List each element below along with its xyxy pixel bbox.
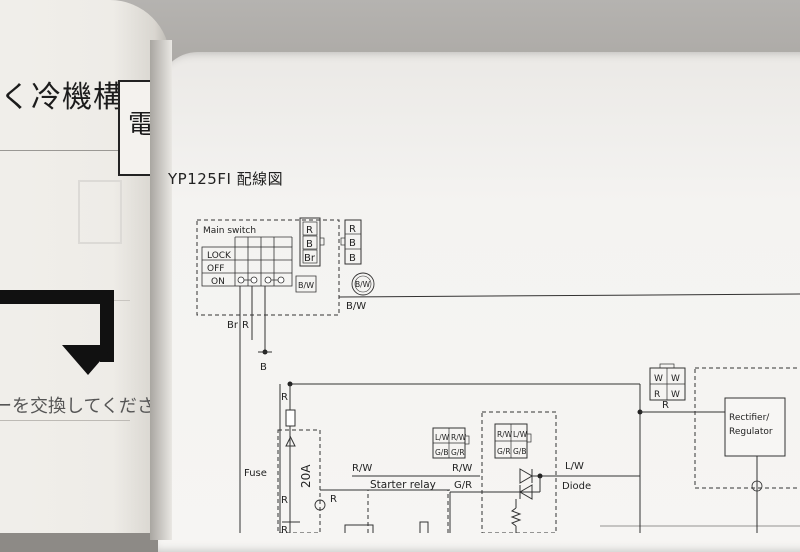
switch-row-lock: LOCK [207, 251, 232, 261]
wire-r: R [281, 525, 288, 533]
wire-b-label: B [260, 362, 267, 373]
diagram-title: YP125FI 配線図 [168, 170, 284, 188]
left-page-heading: く冷機構 [0, 80, 124, 115]
connector-main-pin: R [306, 225, 313, 236]
switch-contacts [237, 276, 285, 284]
switch-row-off: OFF [207, 264, 224, 274]
wire-r-left-label: R [281, 392, 288, 403]
rectifier-box [694, 367, 800, 489]
wire-gr-label: G/R [454, 480, 472, 491]
diode-label: Diode [562, 481, 591, 492]
left-page-text: ーを交換してくださ [0, 396, 155, 417]
bw-tag-2 [351, 272, 375, 296]
bw-tag-2-label: B/W [355, 280, 371, 289]
arrow-head-icon [62, 345, 114, 375]
switch-table [201, 236, 293, 287]
starter-relay-pin: G/R [451, 448, 465, 457]
starter-relay-pin: R/W [451, 433, 467, 442]
connector-small-pin: B [349, 253, 356, 264]
connector-small-pin: B [349, 238, 356, 249]
diode-icon [519, 468, 533, 484]
fuse-box [277, 429, 321, 533]
wire-r-fuse-label: R [330, 494, 337, 505]
fuse-label: Fuse [244, 468, 267, 479]
fuse-rating: 20A [299, 464, 313, 488]
bw-wire [338, 293, 800, 298]
wire-br-label: Br [227, 320, 239, 331]
diode-icon [519, 484, 533, 500]
fuse-icon [285, 409, 296, 427]
switch-row-on: ON [211, 277, 225, 287]
rectifier-label-1: Rectifier/ [729, 413, 770, 423]
connector-main-pin: B [306, 239, 313, 250]
diode-pin: G/B [513, 447, 526, 456]
main-switch-label: Main switch [203, 226, 256, 236]
diode-pin: G/R [497, 447, 511, 456]
arrow-icon [0, 290, 114, 362]
bw-tag-1-label: B/W [298, 281, 314, 290]
connector-small-pin: R [349, 224, 356, 235]
diode-pin: R/W [497, 430, 513, 439]
connector-main-pin: Br [304, 253, 316, 264]
rectifier-pin: W [671, 390, 680, 400]
book-gutter [150, 40, 172, 540]
bw-tag-1 [295, 275, 317, 293]
wire-rw2-label: R/W [452, 463, 472, 474]
resistor-icon [510, 507, 522, 527]
rectifier-body [724, 397, 786, 457]
starter-relay-box [367, 489, 449, 533]
starter-relay-pin: L/W [435, 433, 450, 442]
wire-r-label: R [242, 320, 249, 331]
rectifier-pin: W [654, 374, 663, 384]
wire-lw-label: L/W [565, 461, 584, 472]
diode-pin: L/W [513, 430, 528, 439]
diode-box [481, 411, 557, 533]
wire-rw-label: R/W [352, 463, 372, 474]
rectifier-pin: W [671, 374, 680, 384]
rectifier-pin: R [654, 390, 660, 400]
starter-relay-pin: G/B [435, 448, 448, 457]
wire-r-right-label: R [662, 400, 669, 411]
wire-r-left2-label: R [281, 495, 288, 506]
main-switch-box [196, 219, 340, 316]
starter-relay-label: Starter relay [370, 479, 436, 491]
divider [0, 420, 130, 421]
divider [0, 150, 130, 151]
bw-wire-label: B/W [346, 301, 366, 312]
rectifier-label-2: Regulator [729, 427, 773, 437]
faint-arrow-icon [78, 180, 122, 244]
wiring-diagram: Main switch LOCK OFF ON R B Br R B B B/W… [196, 217, 800, 533]
